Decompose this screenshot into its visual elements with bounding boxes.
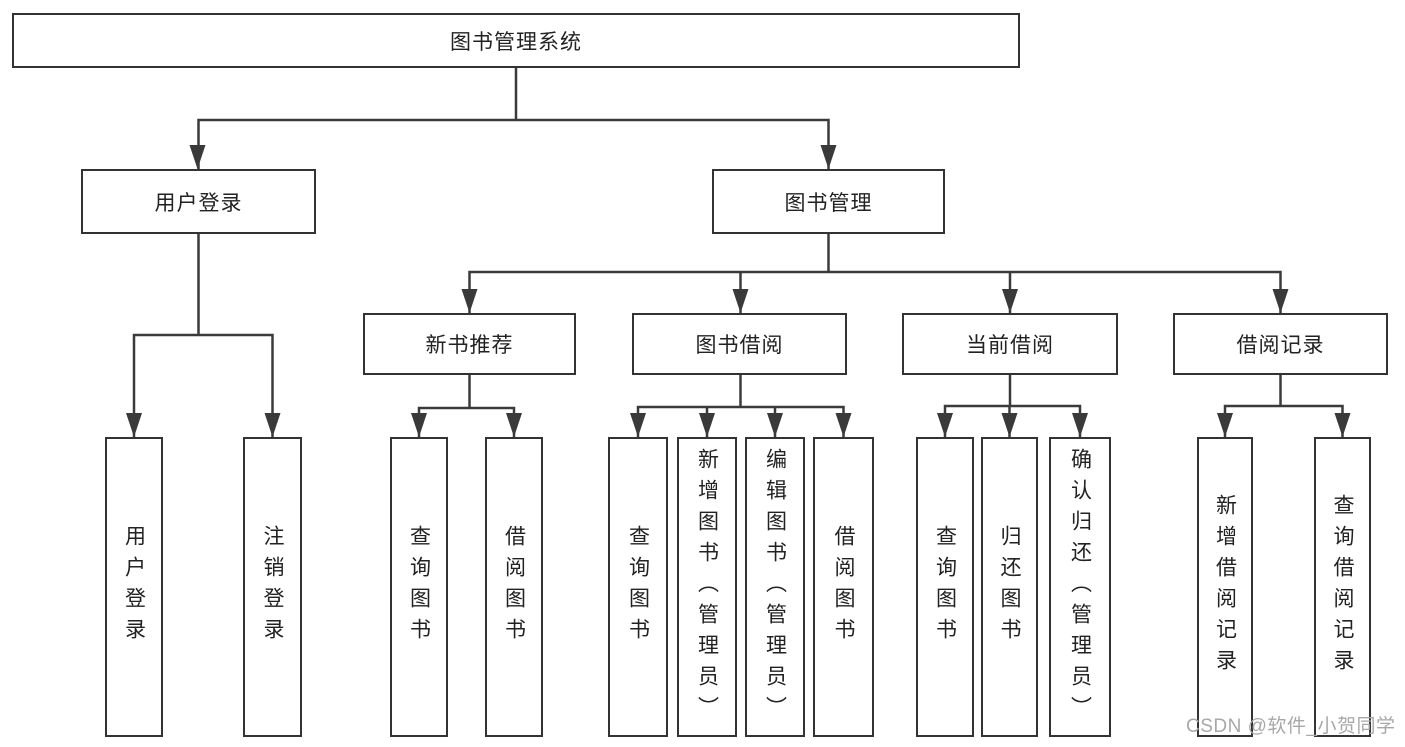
node-borrowing-records: 借阅记录 bbox=[1173, 313, 1388, 375]
node-book-management: 图书管理 bbox=[712, 169, 945, 234]
leaf-query-books-current: 查询图书 bbox=[916, 437, 974, 737]
leaf-query-books-borrowing: 查询图书 bbox=[608, 437, 668, 737]
node-label: 新增图书（管理员） bbox=[695, 447, 719, 727]
node-label: 借阅图书 bbox=[502, 525, 526, 649]
leaf-query-books-recommend: 查询图书 bbox=[390, 437, 448, 737]
node-label: 图书借阅 bbox=[695, 334, 784, 357]
arrowheads bbox=[126, 145, 1351, 437]
node-book-borrowing: 图书借阅 bbox=[632, 313, 847, 375]
node-label: 归还图书 bbox=[998, 525, 1021, 649]
node-label: 借阅记录 bbox=[1236, 334, 1325, 357]
leaf-add-borrow-record: 新增借阅记录 bbox=[1197, 437, 1253, 737]
node-new-book-recommend: 新书推荐 bbox=[363, 313, 576, 375]
leaf-edit-books-admin: 编辑图书（管理员） bbox=[745, 437, 805, 737]
leaf-borrow-books: 借阅图书 bbox=[813, 437, 874, 737]
node-label: 图书管理 bbox=[784, 191, 873, 215]
node-label: 查询借阅记录 bbox=[1331, 494, 1354, 680]
node-current-borrowing: 当前借阅 bbox=[902, 313, 1118, 375]
node-label: 借阅图书 bbox=[832, 525, 855, 649]
leaf-confirm-return-admin: 确认归还（管理员） bbox=[1049, 437, 1111, 737]
node-label: 图书管理系统 bbox=[450, 30, 582, 54]
leaf-add-books-admin: 新增图书（管理员） bbox=[677, 437, 737, 737]
leaf-user-login: 用户登录 bbox=[105, 437, 163, 737]
node-label: 编辑图书（管理员） bbox=[763, 447, 787, 727]
leaf-return-books: 归还图书 bbox=[981, 437, 1038, 737]
node-label: 注销登录 bbox=[261, 525, 284, 649]
node-label: 新增借阅记录 bbox=[1213, 494, 1237, 680]
node-label: 用户登录 bbox=[122, 525, 146, 649]
node-label: 用户登录 bbox=[154, 191, 243, 215]
leaf-borrow-books-recommend: 借阅图书 bbox=[485, 437, 543, 737]
node-label: 查询图书 bbox=[407, 525, 431, 649]
leaf-logout: 注销登录 bbox=[243, 437, 302, 737]
node-library-management-system: 图书管理系统 bbox=[12, 13, 1020, 68]
connector-segments bbox=[132, 68, 1344, 437]
node-label: 确认归还（管理员） bbox=[1068, 447, 1092, 727]
node-label: 查询图书 bbox=[933, 525, 957, 649]
node-user-login: 用户登录 bbox=[81, 169, 316, 234]
node-label: 新书推荐 bbox=[425, 334, 514, 357]
node-label: 当前借阅 bbox=[966, 334, 1054, 357]
csdn-watermark: CSDN @软件_小贺同学 bbox=[1186, 716, 1396, 737]
leaf-query-borrow-record: 查询借阅记录 bbox=[1314, 437, 1371, 737]
node-label: 查询图书 bbox=[626, 525, 650, 649]
